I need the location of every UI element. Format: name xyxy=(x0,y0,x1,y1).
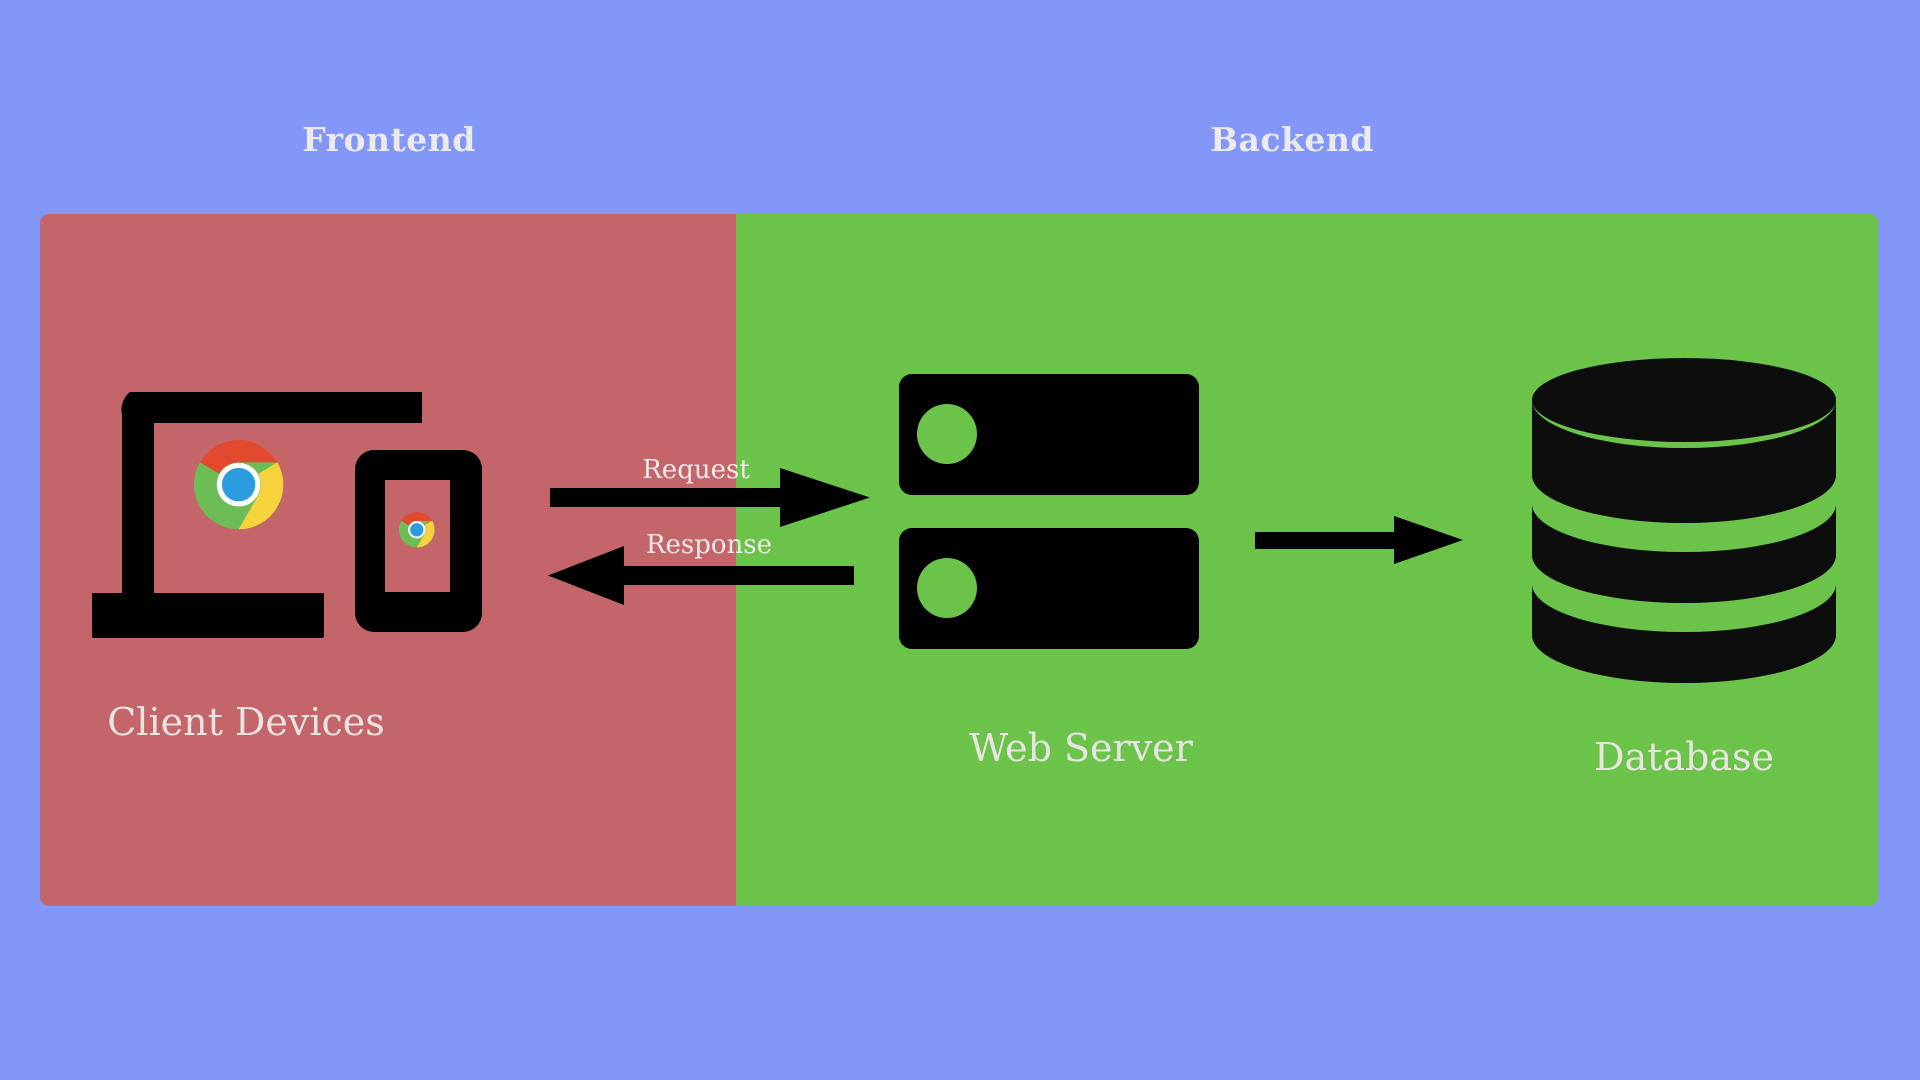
client-devices-icon xyxy=(92,380,502,655)
db-disc-middle xyxy=(1532,504,1836,603)
web-server-icon xyxy=(899,374,1199,681)
db-top-cap xyxy=(1532,358,1836,442)
chrome-logo-phone xyxy=(399,512,435,548)
arrow-label-request: Request xyxy=(642,455,750,485)
section-title-backend: Backend xyxy=(1210,120,1374,159)
arrow-request xyxy=(550,468,870,528)
db-disc-bottom xyxy=(1532,584,1836,683)
client-devices-label: Client Devices xyxy=(107,700,385,744)
section-title-frontend: Frontend xyxy=(302,120,476,159)
arrow-label-response: Response xyxy=(645,530,773,560)
database-label: Database xyxy=(1593,735,1775,779)
arrow-response xyxy=(548,545,854,605)
server-unit-bottom xyxy=(899,528,1199,649)
chrome-logo-laptop xyxy=(194,440,284,530)
arrow-server-to-database xyxy=(1255,516,1463,564)
db-disc-top xyxy=(1532,400,1836,523)
server-unit-top xyxy=(899,374,1199,495)
database-icon xyxy=(1524,352,1844,683)
laptop-icon xyxy=(92,392,422,638)
web-server-label: Web Server xyxy=(969,726,1193,770)
